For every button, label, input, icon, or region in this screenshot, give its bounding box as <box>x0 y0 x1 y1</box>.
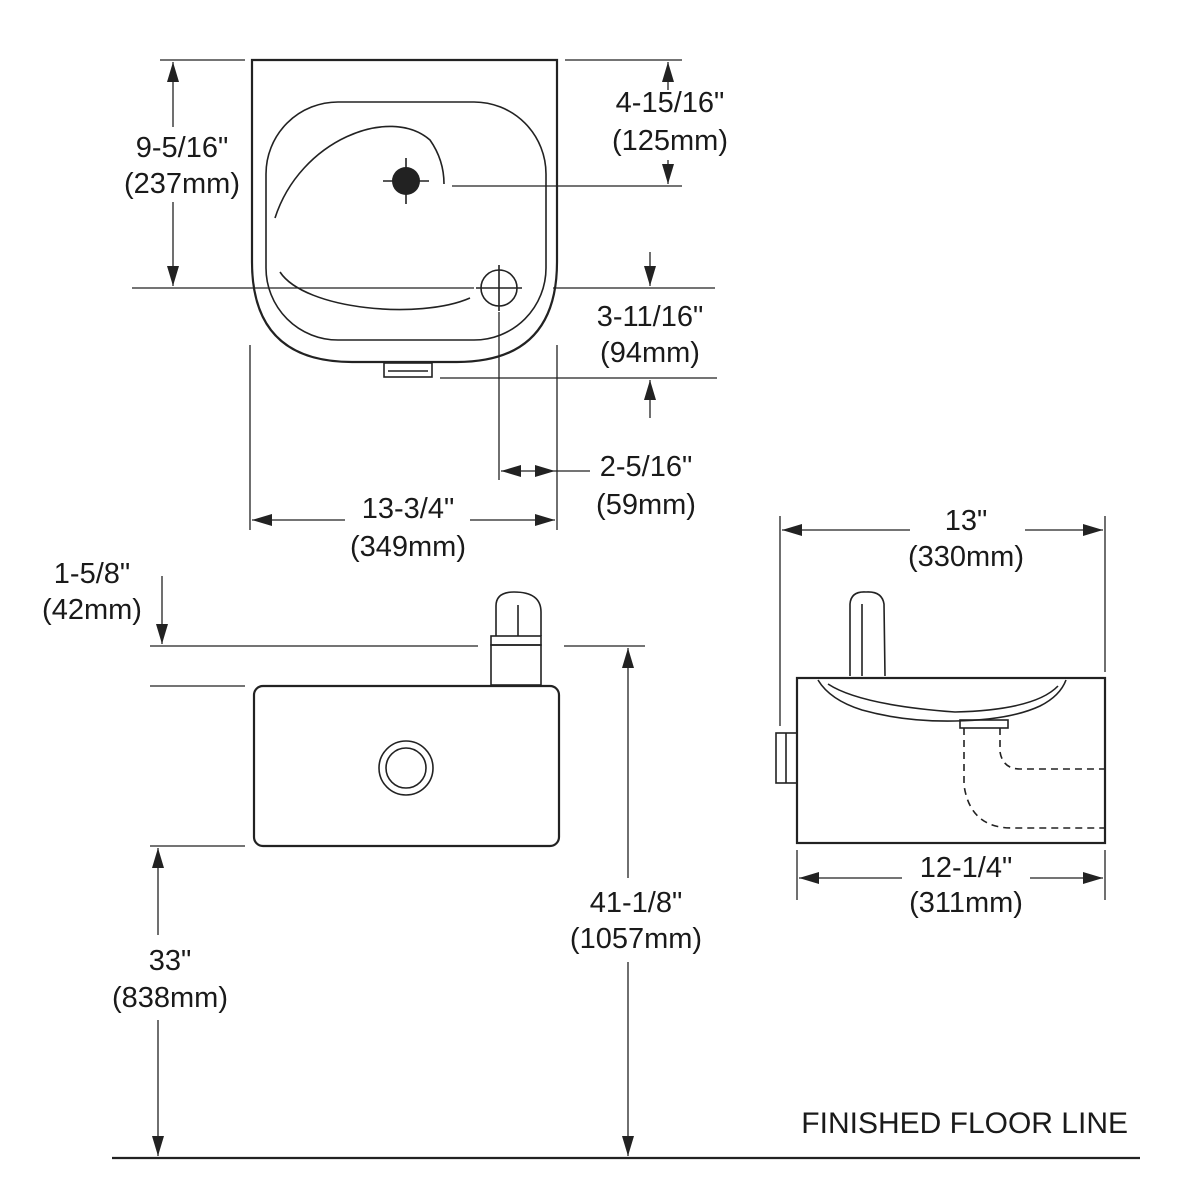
drain-icon <box>476 265 522 311</box>
rim-height-metric: (838mm) <box>112 982 228 1014</box>
side-depth-imperial: 13" <box>945 505 988 537</box>
top-width-metric: (349mm) <box>350 531 466 563</box>
top-height-imperial: 9-5/16" <box>136 132 229 164</box>
bubbler-height-metric: (42mm) <box>42 594 142 626</box>
drain-offset-metric: (94mm) <box>600 337 700 369</box>
drain-offset-imperial: 3-11/16" <box>597 301 704 333</box>
push-button-icon <box>378 740 434 796</box>
overall-height-imperial: 41-1/8" <box>590 887 683 919</box>
push-button-top <box>383 362 433 378</box>
bowl-curve-lower <box>279 271 471 311</box>
side-drain <box>959 719 1009 729</box>
bubbler-offset-imperial: 4-15/16" <box>616 87 725 119</box>
top-view-outline <box>250 58 559 364</box>
bowl-outline <box>265 101 547 341</box>
side-body-depth-metric: (311mm) <box>909 887 1023 919</box>
side-depth-metric: (330mm) <box>908 541 1024 573</box>
top-width-imperial: 13-3/4" <box>362 493 455 525</box>
side-drain-pipe-inner <box>999 728 1104 770</box>
drain-side-metric: (59mm) <box>596 489 696 521</box>
side-drain-pipe-outer <box>963 728 1104 829</box>
side-bubbler <box>849 591 886 677</box>
bubbler-front <box>490 591 542 686</box>
front-view: 1-5/8" (42mm) 33" (838mm) 41-1/8" (1057m… <box>42 558 702 1156</box>
floor-label: FINISHED FLOOR LINE <box>801 1107 1128 1140</box>
overall-height-metric: (1057mm) <box>570 923 702 955</box>
top-view: 9-5/16" (237mm) 4-15/16" (125mm) 3-11/16… <box>124 58 728 563</box>
bubbler-icon <box>383 158 429 204</box>
bubbler-height-imperial: 1-5/8" <box>54 558 130 590</box>
side-basin <box>817 679 1067 722</box>
drain-side-imperial: 2-5/16" <box>600 451 693 483</box>
front-body <box>252 684 561 848</box>
side-body-depth-imperial: 12-1/4" <box>920 852 1013 884</box>
bubbler-offset-metric: (125mm) <box>612 125 728 157</box>
rim-height-imperial: 33" <box>149 945 192 977</box>
side-view: 13" (330mm) 12-1/4" (311mm) <box>775 505 1107 919</box>
bowl-curve-upper <box>274 125 445 219</box>
top-height-metric: (237mm) <box>124 168 240 200</box>
